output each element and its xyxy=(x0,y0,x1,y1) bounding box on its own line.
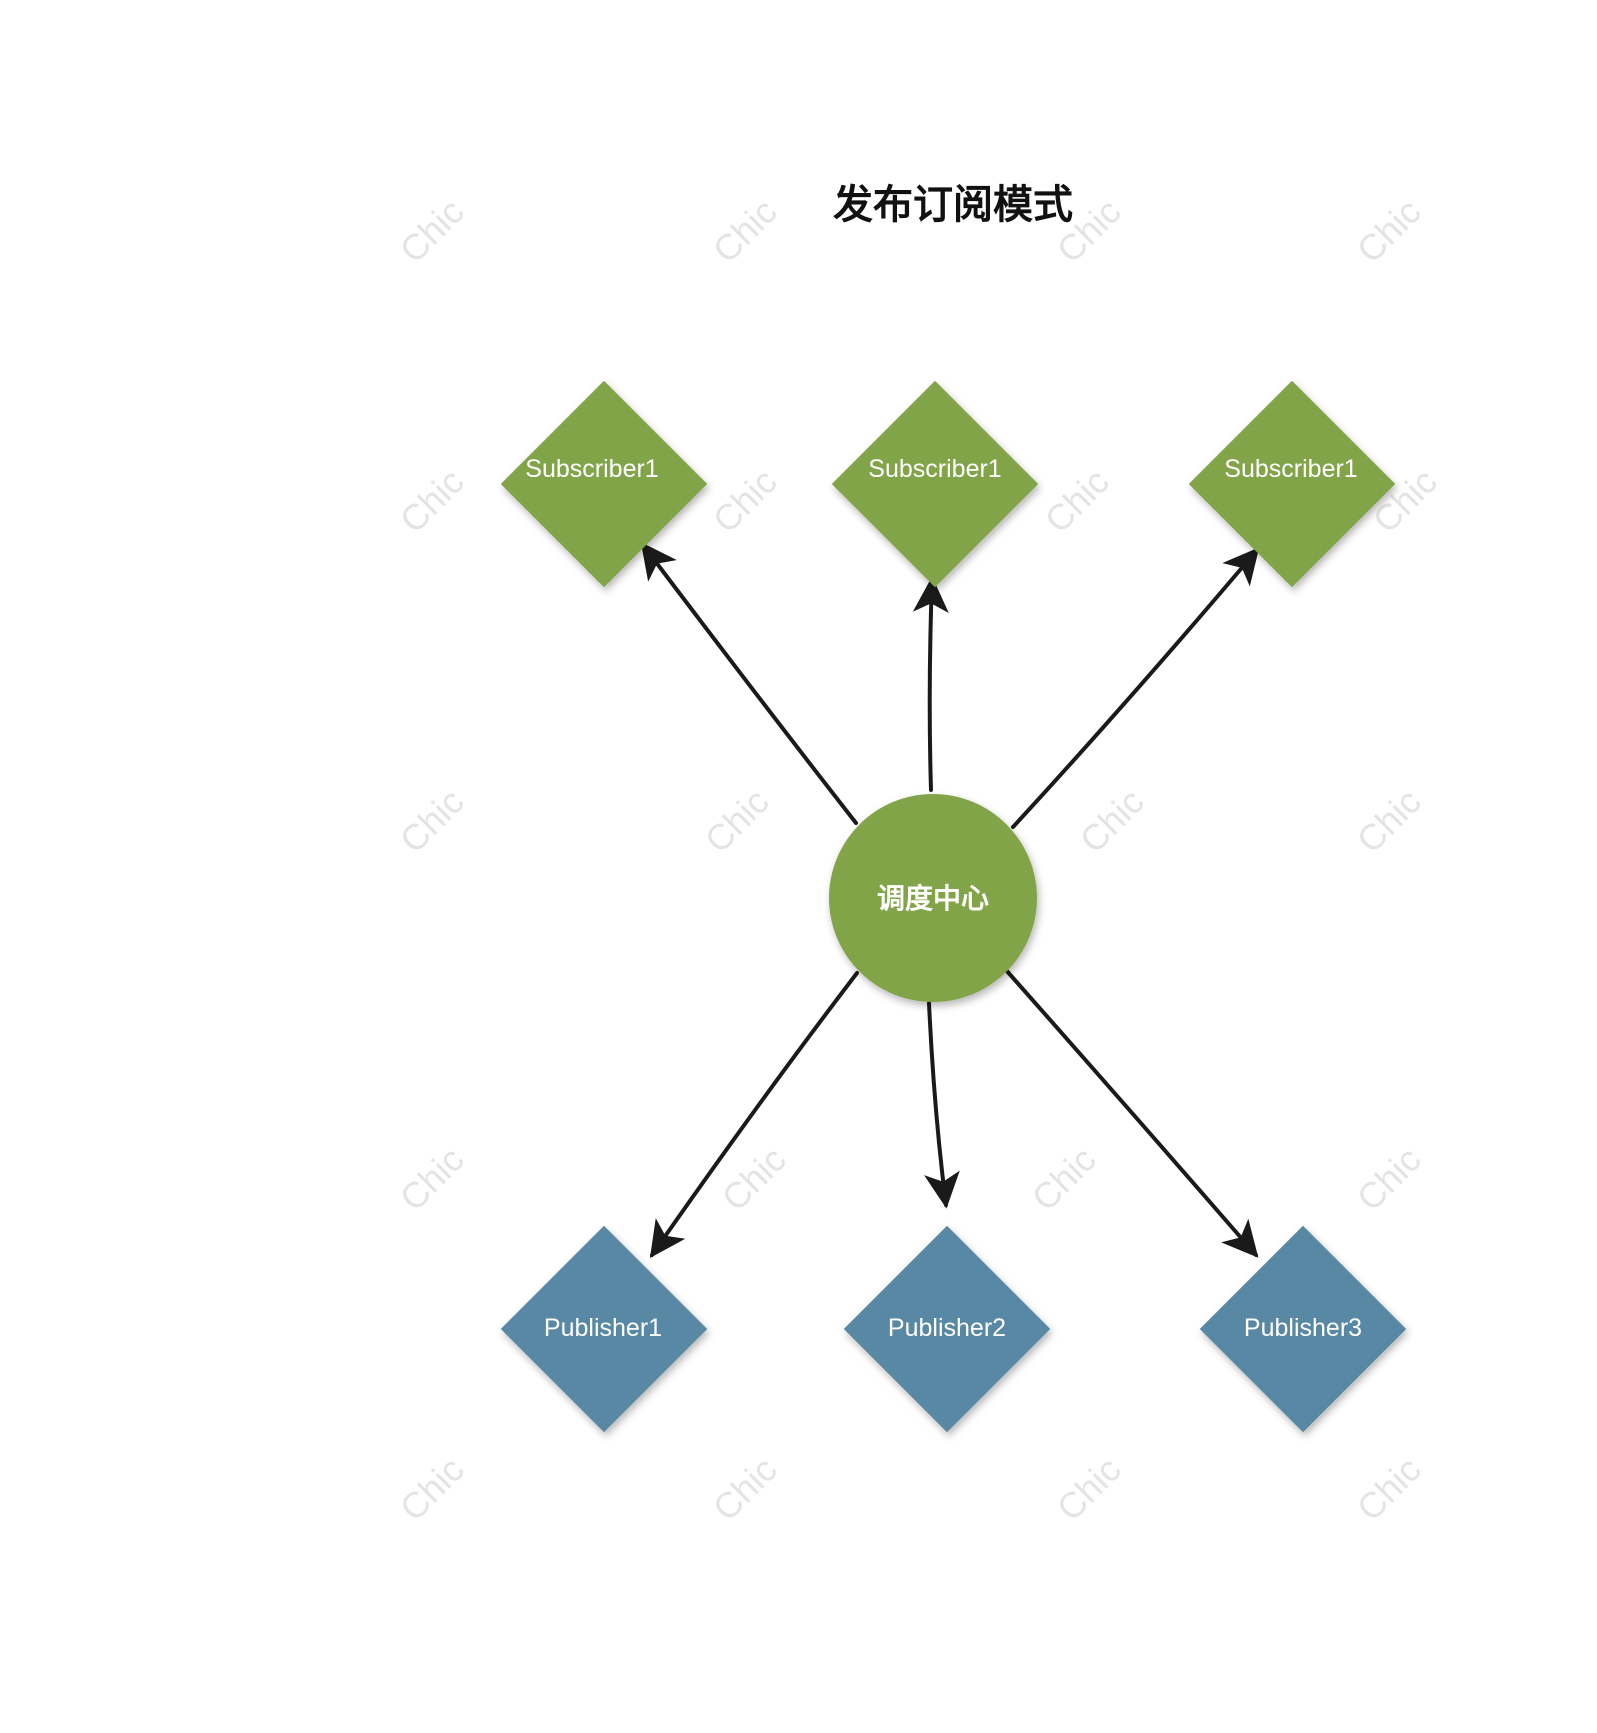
subscriber-node[interactable] xyxy=(500,380,708,588)
diagram-title: 发布订阅模式 xyxy=(833,182,1073,228)
edge-hub-to-subscriber-3 xyxy=(1011,547,1260,829)
subscriber-label: Subscriber1 xyxy=(1224,455,1357,483)
hub-node[interactable] xyxy=(829,794,1037,1002)
watermark-text: Chic xyxy=(392,191,472,271)
watermark-text: Chic xyxy=(1349,1449,1429,1529)
watermark-text: Chic xyxy=(705,461,785,541)
edges-to-subscribers xyxy=(640,542,1260,829)
edge-hub-to-subscriber-1 xyxy=(640,542,858,825)
diamond-shape xyxy=(500,380,708,588)
watermark-text: Chic xyxy=(392,461,472,541)
subscriber-node[interactable] xyxy=(1188,380,1396,588)
publisher-node[interactable] xyxy=(843,1225,1051,1433)
diamond-shape xyxy=(500,1225,708,1433)
edge-hub-to-publisher-2 xyxy=(924,1001,960,1209)
publisher-label: Publisher2 xyxy=(888,1314,1006,1342)
watermark-text: Chic xyxy=(1049,1449,1129,1529)
watermark-text: Chic xyxy=(1072,781,1152,861)
watermark-text: Chic xyxy=(1349,781,1429,861)
watermark-text: Chic xyxy=(705,191,785,271)
diamond-shape xyxy=(1199,1225,1407,1433)
hub-circle xyxy=(829,794,1037,1002)
subscriber-label: Subscriber1 xyxy=(868,455,1001,483)
diamond-shape xyxy=(1188,380,1396,588)
watermark-text: Chic xyxy=(392,781,472,861)
watermark-text: Chic xyxy=(705,1449,785,1529)
edge-hub-to-publisher-1 xyxy=(649,971,859,1258)
watermark-text: Chic xyxy=(392,1449,472,1529)
watermark-text: Chic xyxy=(1024,1139,1104,1219)
publisher-label: Publisher1 xyxy=(544,1314,662,1342)
edges-to-publishers xyxy=(649,968,1259,1258)
subscriber-label: Subscriber1 xyxy=(525,455,658,483)
watermark-text: Chic xyxy=(1349,191,1429,271)
publisher-node[interactable] xyxy=(1199,1225,1407,1433)
publisher-node[interactable] xyxy=(500,1225,708,1433)
watermark-text: Chic xyxy=(1037,461,1117,541)
watermark-text: Chic xyxy=(1349,1139,1429,1219)
edge-hub-to-subscriber-2 xyxy=(912,576,949,792)
hub-label: 调度中心 xyxy=(877,882,989,915)
subscriber-node[interactable] xyxy=(831,380,1039,588)
publisher-label: Publisher3 xyxy=(1244,1314,1362,1342)
diamond-shape xyxy=(831,380,1039,588)
watermark-text: Chic xyxy=(697,781,777,861)
edge-hub-to-publisher-3 xyxy=(1004,968,1259,1258)
diamond-shape xyxy=(843,1225,1051,1433)
watermark-text: Chic xyxy=(392,1139,472,1219)
